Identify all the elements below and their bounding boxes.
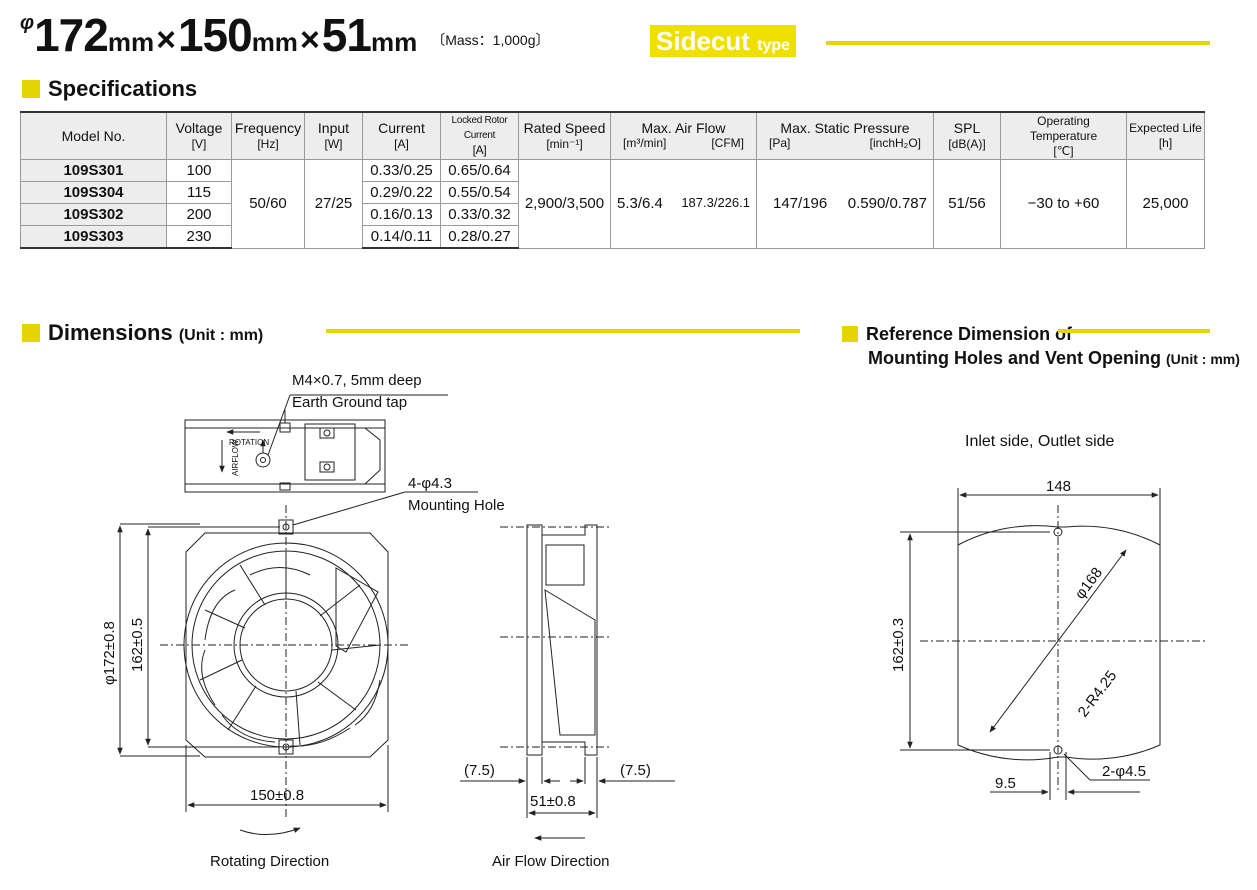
dimensions-heading: Dimensions (Unit : mm) <box>22 320 263 346</box>
th-frequency: Frequency[Hz] <box>231 111 305 160</box>
side-view <box>460 524 675 841</box>
type-badge: Sidecut type <box>650 25 797 57</box>
phi-symbol: φ <box>20 12 35 34</box>
table-row: 109S303 230 0.14/0.11 0.28/0.27 <box>20 225 1205 249</box>
th-voltage: Voltage[V] <box>166 111 232 160</box>
inlet-outlet-label: Inlet side, Outlet side <box>965 433 1115 450</box>
product-title: φ172mm×150mm×51mm〔Mass：1,000g〕 <box>20 8 550 61</box>
cell-model: 109S303 <box>20 225 167 249</box>
table-row: 109S302 200 0.16/0.13 0.33/0.32 <box>20 203 1205 226</box>
cell-current: 0.16/0.13 <box>362 203 441 226</box>
section-marker <box>22 324 40 342</box>
cell-voltage: 230 <box>166 225 232 249</box>
mounting-hole-spec: 4-φ4.3 <box>408 475 452 492</box>
width-dim: 150±0.8 <box>250 787 304 804</box>
depth-dim: 51±0.8 <box>530 793 576 810</box>
side-left-dim: (7.5) <box>464 762 495 779</box>
section-marker <box>842 326 858 342</box>
th-static-pressure: Max. Static Pressure[Pa][inchH₂O] <box>756 111 934 160</box>
specifications-title: Specifications <box>48 76 198 101</box>
th-air-flow: Max. Air Flow[m³/min][CFM] <box>610 111 757 160</box>
ref-height-dim: 162±0.3 <box>890 618 907 672</box>
reference-unit: (Unit : mm) <box>1166 351 1240 367</box>
airflow-direction-label: Air Flow Direction <box>492 853 610 870</box>
type-name: Sidecut <box>656 26 750 56</box>
ref-holes-dim: 2-φ4.5 <box>1102 763 1146 780</box>
dimensions-unit: (Unit : mm) <box>178 327 264 344</box>
cell-model: 109S301 <box>20 159 167 182</box>
height-dim: 162±0.5 <box>129 618 146 672</box>
ref-width-dim: 148 <box>1046 478 1071 495</box>
cell-locked: 0.28/0.27 <box>440 225 519 249</box>
diameter-dim: φ172±0.8 <box>101 621 118 685</box>
dimensions-title: Dimensions <box>48 320 173 345</box>
header-rule <box>826 41 1210 45</box>
th-rated-speed: Rated Speed[min⁻¹] <box>518 111 611 160</box>
reference-heading: Reference Dimension of Mounting Holes an… <box>842 322 1240 371</box>
times-symbol: × <box>156 21 176 59</box>
th-expected-life: Expected Life[h] <box>1126 111 1205 160</box>
cell-current: 0.14/0.11 <box>362 225 441 249</box>
earth-tap-label: Earth Ground tap <box>292 394 407 411</box>
cell-operating-temperature: −30 to +60 <box>1000 159 1127 249</box>
times-symbol: × <box>299 21 320 59</box>
table-row: 109S301 100 50/60 27/25 0.33/0.25 0.65/0… <box>20 159 1205 249</box>
cell-model: 109S304 <box>20 181 167 204</box>
rotating-direction-label: Rotating Direction <box>210 853 329 870</box>
cell-locked: 0.33/0.32 <box>440 203 519 226</box>
type-suffix: type <box>757 37 791 54</box>
unit-mm: mm <box>370 27 418 57</box>
cell-voltage: 200 <box>166 203 232 226</box>
th-input: Input[W] <box>304 111 363 160</box>
unit-mm: mm <box>251 27 298 57</box>
earth-tap-spec: M4×0.7, 5mm deep <box>292 372 422 389</box>
unit-mm: mm <box>107 27 155 57</box>
reference-title-line1: Reference Dimension of <box>866 324 1073 344</box>
dimensions-rule <box>326 329 800 333</box>
cell-rated-speed: 2,900/3,500 <box>518 159 611 249</box>
depth-value: 51 <box>321 9 372 61</box>
ref-radius-dim: 2-R4.25 <box>1075 668 1121 721</box>
mass-label: 〔Mass：1,000g〕 <box>431 32 550 48</box>
section-marker <box>22 80 40 98</box>
reference-title-line2: Mounting Holes and Vent Opening <box>868 348 1161 368</box>
cell-spl: 51/56 <box>933 159 1001 249</box>
width-value: 150 <box>177 9 253 61</box>
cell-model: 109S302 <box>20 203 167 226</box>
front-view <box>117 491 478 835</box>
spec-table: Model No. Voltage[V] Frequency[Hz] Input… <box>20 111 1205 249</box>
ref-offset-dim: 9.5 <box>995 775 1016 792</box>
mounting-hole-label: Mounting Hole <box>408 497 505 514</box>
top-view <box>184 394 448 493</box>
side-right-dim: (7.5) <box>620 762 651 779</box>
specifications-heading: Specifications <box>22 76 197 102</box>
th-model: Model No. <box>20 111 167 160</box>
th-current: Current[A] <box>362 111 441 160</box>
diameter-value: 172 <box>34 9 109 61</box>
cell-expected-life: 25,000 <box>1126 159 1205 249</box>
cell-input: 27/25 <box>304 159 363 249</box>
airflow-mark: AIRFLOW <box>231 439 240 476</box>
cell-frequency: 50/60 <box>231 159 305 249</box>
reference-rule <box>1058 329 1210 333</box>
rotation-mark: ROTATION <box>229 438 269 447</box>
th-locked-rotor-current: Locked Rotor Current[A] <box>440 111 519 160</box>
reference-view <box>900 488 1205 800</box>
cell-voltage: 115 <box>166 181 232 204</box>
cell-voltage: 100 <box>166 159 232 182</box>
